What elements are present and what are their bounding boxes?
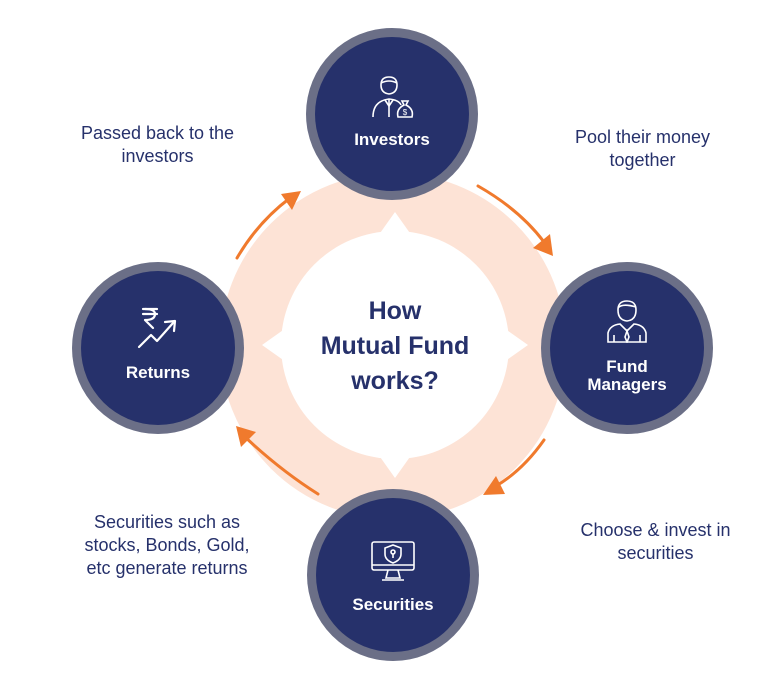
center-title-line3: works?: [351, 367, 439, 395]
caption-securities-returns-line3: etc generate returns: [86, 558, 248, 578]
center-title-line1: How: [368, 297, 422, 325]
returns-node-disc: Returns: [81, 271, 235, 425]
arrowhead-1: [533, 234, 553, 256]
center-point-top: [378, 212, 412, 236]
returns-node: Returns: [72, 262, 244, 434]
caption-securities-returns-line1: Securities such as: [93, 512, 241, 532]
fund-managers-label-line2: Managers: [587, 375, 667, 394]
securities-node: Securities: [307, 489, 479, 661]
peach-ring: [220, 173, 566, 519]
fund-managers-label: Fund Managers: [550, 358, 704, 394]
securities-node-disc: Securities: [316, 498, 470, 652]
caption-passed-back-line1: Passed back to the: [80, 123, 235, 143]
arrow-heads: [236, 191, 553, 495]
investor-money-bag-icon: $: [372, 76, 414, 118]
caption-pool-money-line2: together: [609, 150, 676, 170]
arrow-managers-to-securities: [494, 438, 546, 488]
returns-label: Returns: [125, 363, 191, 382]
caption-passed-back-line2: investors: [121, 146, 194, 166]
arrow-securities-to-returns: [242, 434, 320, 496]
center-title: How Mutual Fund works?: [285, 294, 505, 399]
center-disc: [281, 231, 509, 459]
caption-pool-money-line1: Pool their money: [574, 127, 711, 147]
arrow-returns-to-investors: [235, 196, 292, 260]
caption-choose-invest-line2: securities: [617, 543, 694, 563]
caption-choose-invest-line1: Choose & invest in: [580, 520, 731, 540]
fund-managers-label-line1: Fund: [606, 357, 648, 376]
caption-securities-returns-line2: stocks, Bonds, Gold,: [84, 535, 250, 555]
caption-passed-back: Passed back to the investors: [50, 122, 265, 168]
svg-text:$: $: [403, 108, 408, 117]
caption-choose-invest: Choose & invest in securities: [553, 519, 758, 565]
center-point-bottom: [378, 454, 412, 478]
investors-node-disc: $ Investors: [315, 37, 469, 191]
caption-pool-money: Pool their money together: [535, 126, 750, 172]
fund-managers-node-disc: Fund Managers: [550, 271, 704, 425]
center-title-line2: Mutual Fund: [320, 332, 470, 360]
cycle-arrows: [235, 184, 546, 496]
arrowhead-4: [281, 191, 301, 210]
securities-label: Securities: [352, 595, 434, 614]
fund-managers-node: Fund Managers: [541, 262, 713, 434]
arrow-investors-to-managers: [476, 184, 546, 244]
rupee-growth-arrow-icon: [137, 307, 177, 349]
center-point-left: [262, 328, 286, 362]
arrowhead-3: [236, 426, 256, 447]
secure-monitor-icon: [371, 541, 415, 581]
caption-securities-returns: Securities such as stocks, Bonds, Gold, …: [52, 511, 282, 580]
arrowhead-2: [483, 476, 505, 495]
investors-label: Investors: [354, 130, 430, 149]
investors-node: $ Investors: [306, 28, 478, 200]
businessman-icon: [607, 300, 647, 343]
center-point-right: [504, 328, 528, 362]
